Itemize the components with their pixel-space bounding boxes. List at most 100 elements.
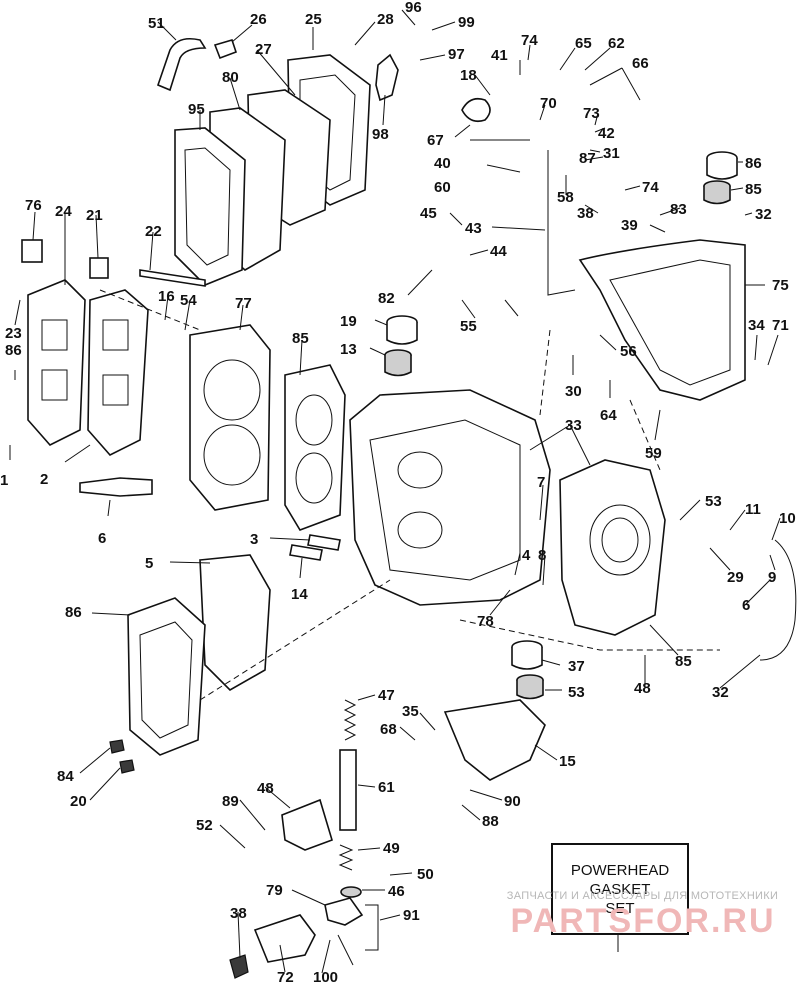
callout: 35 [402,703,419,720]
callout: 62 [608,35,625,52]
callout: 13 [340,341,357,358]
callout: 71 [772,317,789,334]
callout: 87 [579,150,596,167]
callout: 15 [559,753,576,770]
callout: 27 [255,41,272,58]
callout: 55 [460,318,477,335]
callout: 51 [148,15,165,32]
callout: 41 [491,47,508,64]
callout: 79 [266,882,283,899]
callout: 73 [583,105,600,122]
callout: 2 [40,471,48,488]
hose-part [157,37,207,92]
callout: 4 [522,547,531,564]
hose-29 [759,539,797,661]
callout: 22 [145,223,162,240]
callout: 8 [538,547,546,564]
dowel-10 [289,544,323,561]
callout: 20 [70,793,87,810]
head-gasket-23 [284,364,346,531]
callout: 86 [65,604,82,621]
spring-48-low [338,844,354,871]
callout: 80 [222,69,239,86]
callout: 6 [98,530,106,547]
callout: 19 [340,313,357,330]
bolt-68 [109,739,125,754]
callout: 58 [557,189,574,206]
callout: 85 [745,181,762,198]
cylinder-head-16 [189,324,271,511]
callout: 48 [257,780,274,797]
callout: 3 [250,531,258,548]
callout: 70 [540,95,557,112]
callout: 98 [372,126,389,143]
callout: 21 [86,207,103,224]
callout: 33 [565,417,582,434]
callout: 83 [670,201,687,218]
watermark-brand: PARTSFOR.RU [510,902,776,940]
spring-48-top [343,699,357,741]
callout: 42 [598,125,615,142]
callout: 97 [448,46,465,63]
callout: 86 [5,342,22,359]
leader-lines [9,9,781,974]
bracket-98-part [375,53,399,102]
callout: 47 [378,687,395,704]
callout: 82 [378,290,395,307]
callout: 64 [600,407,617,424]
callout: 14 [291,586,308,603]
crankcase-half [559,459,666,636]
cover-78 [127,597,206,756]
callout: 40 [434,155,451,172]
callout: 85 [675,653,692,670]
bolt-15 [119,759,135,774]
callout: 67 [427,132,444,149]
callout: 24 [55,203,72,220]
callout: 85 [292,330,309,347]
callout: 31 [603,145,620,162]
callout: 7 [537,474,545,491]
callout: 75 [772,277,789,294]
callout: 32 [712,684,729,701]
callout: 65 [575,35,592,52]
clamp-76-part [89,257,109,279]
callout: 11 [745,501,761,518]
callout: 45 [420,205,437,222]
callout: 72 [277,969,294,986]
spring-67-part [461,97,491,123]
rod-46 [365,904,379,951]
callout: 39 [621,217,638,234]
kit-box-line: GASKET [589,880,651,898]
callout: 25 [305,11,322,28]
gasket-14 [199,554,271,691]
callout: 34 [748,317,765,334]
callout: 96 [405,0,422,16]
kit-box-line: POWERHEAD [570,861,670,879]
dowel-11 [307,534,341,551]
gasket-59-part [87,289,149,456]
callout: 49 [383,840,400,857]
gasket-55-part [27,279,86,446]
callout: 60 [434,179,451,196]
bolt-79 [229,954,249,979]
callout: 74 [521,32,538,49]
callout: 53 [568,684,585,701]
link-rod-39 [547,150,576,296]
callout: 5 [145,555,153,572]
callout: 59 [645,445,662,462]
callout: 46 [388,883,405,900]
kit-box-line: SET [605,899,635,917]
callout: 9 [768,569,776,586]
callout: 29 [727,569,744,586]
callout: 28 [377,11,394,28]
callout: 61 [378,779,395,796]
callout: 68 [380,721,397,738]
callout: 43 [465,220,482,237]
callout: 23 [5,325,22,342]
callout: 32 [755,206,772,223]
callout: 26 [250,11,267,28]
callout: 56 [620,343,637,360]
cylinder-block-1 [349,389,551,606]
callout: 44 [490,243,507,260]
